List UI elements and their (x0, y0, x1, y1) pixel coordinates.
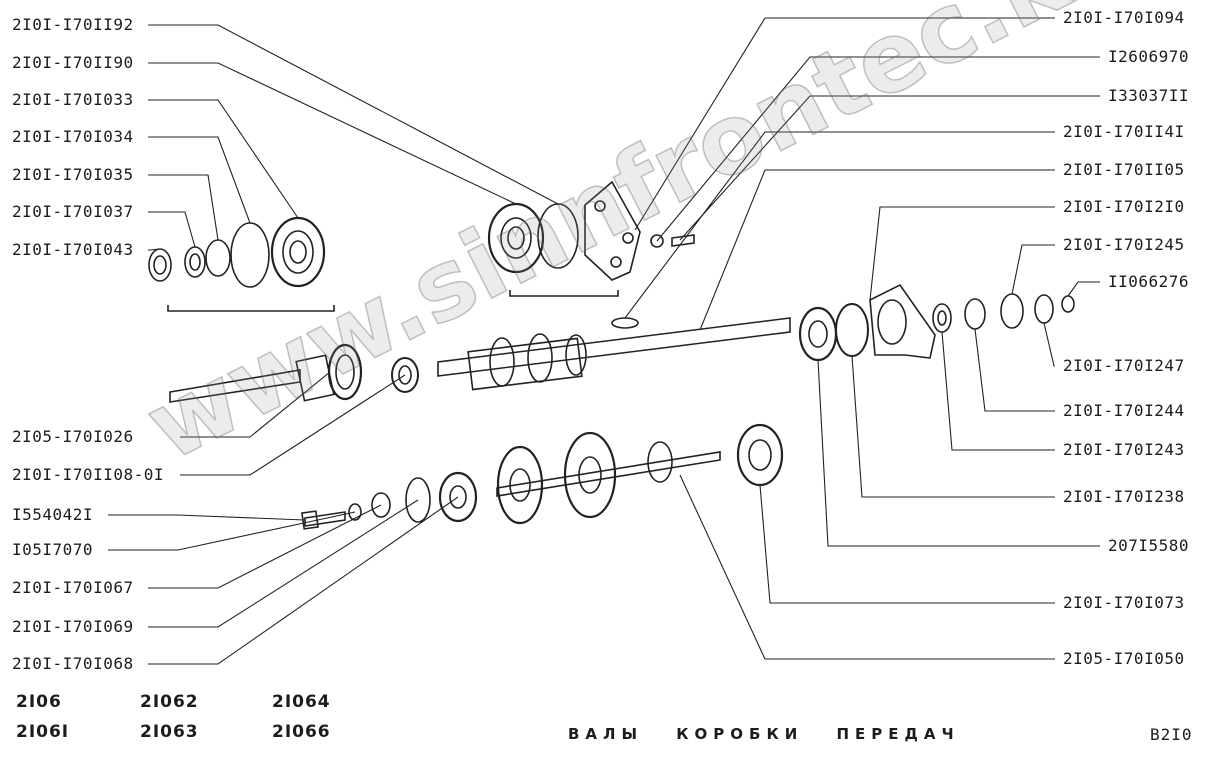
part-label: 2I0I-I70I245 (1063, 235, 1185, 254)
key-141 (611, 317, 639, 329)
washer-067 (371, 492, 391, 518)
leader-line (974, 328, 1055, 412)
plate-094 (584, 180, 641, 281)
gear-a (496, 445, 544, 525)
part-label: 2I0I-I70II90 (12, 53, 134, 72)
washer-070 (348, 503, 362, 521)
leader-line (148, 499, 419, 628)
countershaft (496, 451, 721, 497)
leader-line (148, 99, 299, 219)
needle-bearing (391, 357, 419, 393)
model-code: 2I06 (16, 692, 62, 712)
part-label: 2I0I-I70I034 (12, 127, 134, 146)
part-label: I05I7070 (12, 540, 94, 559)
ring-238 (835, 303, 869, 357)
seal-ring-043 (148, 248, 172, 282)
ring-037 (184, 246, 206, 278)
part-label: 207I5580 (1108, 536, 1190, 555)
leader-line (108, 511, 356, 551)
part-label: 2I0I-I70I037 (12, 202, 134, 221)
flange-243 (869, 283, 936, 359)
input-shaft (169, 369, 301, 403)
part-label: 2I0I-I70II92 (12, 15, 134, 34)
part-label: 2I0I-I70I068 (12, 654, 134, 673)
part-label: 2I0I-I70I2I0 (1063, 197, 1185, 216)
leader-line (851, 355, 1055, 498)
leader-line (180, 374, 406, 476)
bolt-042 (304, 511, 346, 527)
circlip-192 (537, 203, 579, 269)
circlip-069 (405, 477, 431, 523)
model-code: 2I062 (140, 692, 199, 712)
bearing-190 (487, 202, 545, 274)
part-label: 2I0I-I70I238 (1063, 487, 1185, 506)
model-code: 2I066 (272, 722, 331, 742)
leader-line (1043, 322, 1055, 367)
part-label: 2I05-I70I050 (1063, 649, 1185, 668)
ring-034 (230, 222, 270, 288)
leader-line (941, 331, 1055, 451)
leader-line (759, 484, 1055, 604)
leader-line (148, 136, 251, 224)
part-label: 2I0I-I70I067 (12, 578, 134, 597)
diagram-title: ВАЛЫ КОРОБКИ ПЕРЕДАЧ (568, 725, 960, 743)
bearing-5580 (798, 306, 838, 362)
leader-line (634, 17, 1055, 231)
leader-line (148, 174, 219, 241)
part-label: 2I0I-I70I243 (1063, 440, 1185, 459)
model-code: 2I063 (140, 722, 199, 742)
model-code: 2I06I (16, 722, 70, 742)
washer-244 (932, 303, 952, 333)
leader-line (1011, 244, 1055, 295)
bearing-073 (736, 423, 784, 487)
part-label: I33037II (1108, 86, 1190, 105)
leader-line (869, 206, 1055, 301)
leader-line (180, 371, 331, 438)
part-label: I554042I (12, 505, 94, 524)
part-label: 2I0I-I70I033 (12, 90, 134, 109)
leader-line (148, 496, 459, 665)
nut-244 (964, 298, 986, 330)
part-label: 2I0I-I70I043 (12, 240, 134, 259)
sheet-number: B2I0 (1150, 725, 1193, 744)
leader-line (817, 359, 1100, 547)
part-label: I2606970 (1108, 47, 1190, 66)
washer-247 (1034, 294, 1054, 324)
leader-line (148, 24, 559, 205)
leader-line (699, 169, 1055, 331)
part-label: II066276 (1108, 272, 1190, 291)
part-label: 2I0I-I70II05 (1063, 160, 1185, 179)
circlip-035 (205, 239, 231, 277)
bearing-033 (270, 216, 326, 288)
leader-line (148, 504, 382, 589)
bearing-068 (438, 471, 478, 523)
part-label: 2I0I-I70I244 (1063, 401, 1185, 420)
leader-line (679, 95, 1100, 241)
leader-line (148, 211, 196, 248)
leader-line (679, 474, 1055, 660)
leader-line (624, 131, 1055, 319)
part-label: 2I0I-I70I247 (1063, 356, 1185, 375)
model-code: 2I064 (272, 692, 331, 712)
part-label: 2I05-I70I026 (12, 427, 134, 446)
gear-b (563, 431, 617, 519)
leader-line (1067, 281, 1100, 297)
part-label: 2I0I-I70I073 (1063, 593, 1185, 612)
nut-276 (1061, 295, 1075, 313)
washer-245 (1000, 293, 1024, 329)
part-label: 2I0I-I70II4I (1063, 122, 1185, 141)
part-label: 2I0I-I70I094 (1063, 8, 1185, 27)
part-label: 2I0I-I70II08-0I (12, 465, 164, 484)
part-label: 2I0I-I70I069 (12, 617, 134, 636)
leader-line (108, 514, 306, 521)
leader-line (148, 62, 517, 205)
part-label: 2I0I-I70I035 (12, 165, 134, 184)
leader-line (656, 56, 1100, 242)
main-shaft (437, 317, 791, 377)
